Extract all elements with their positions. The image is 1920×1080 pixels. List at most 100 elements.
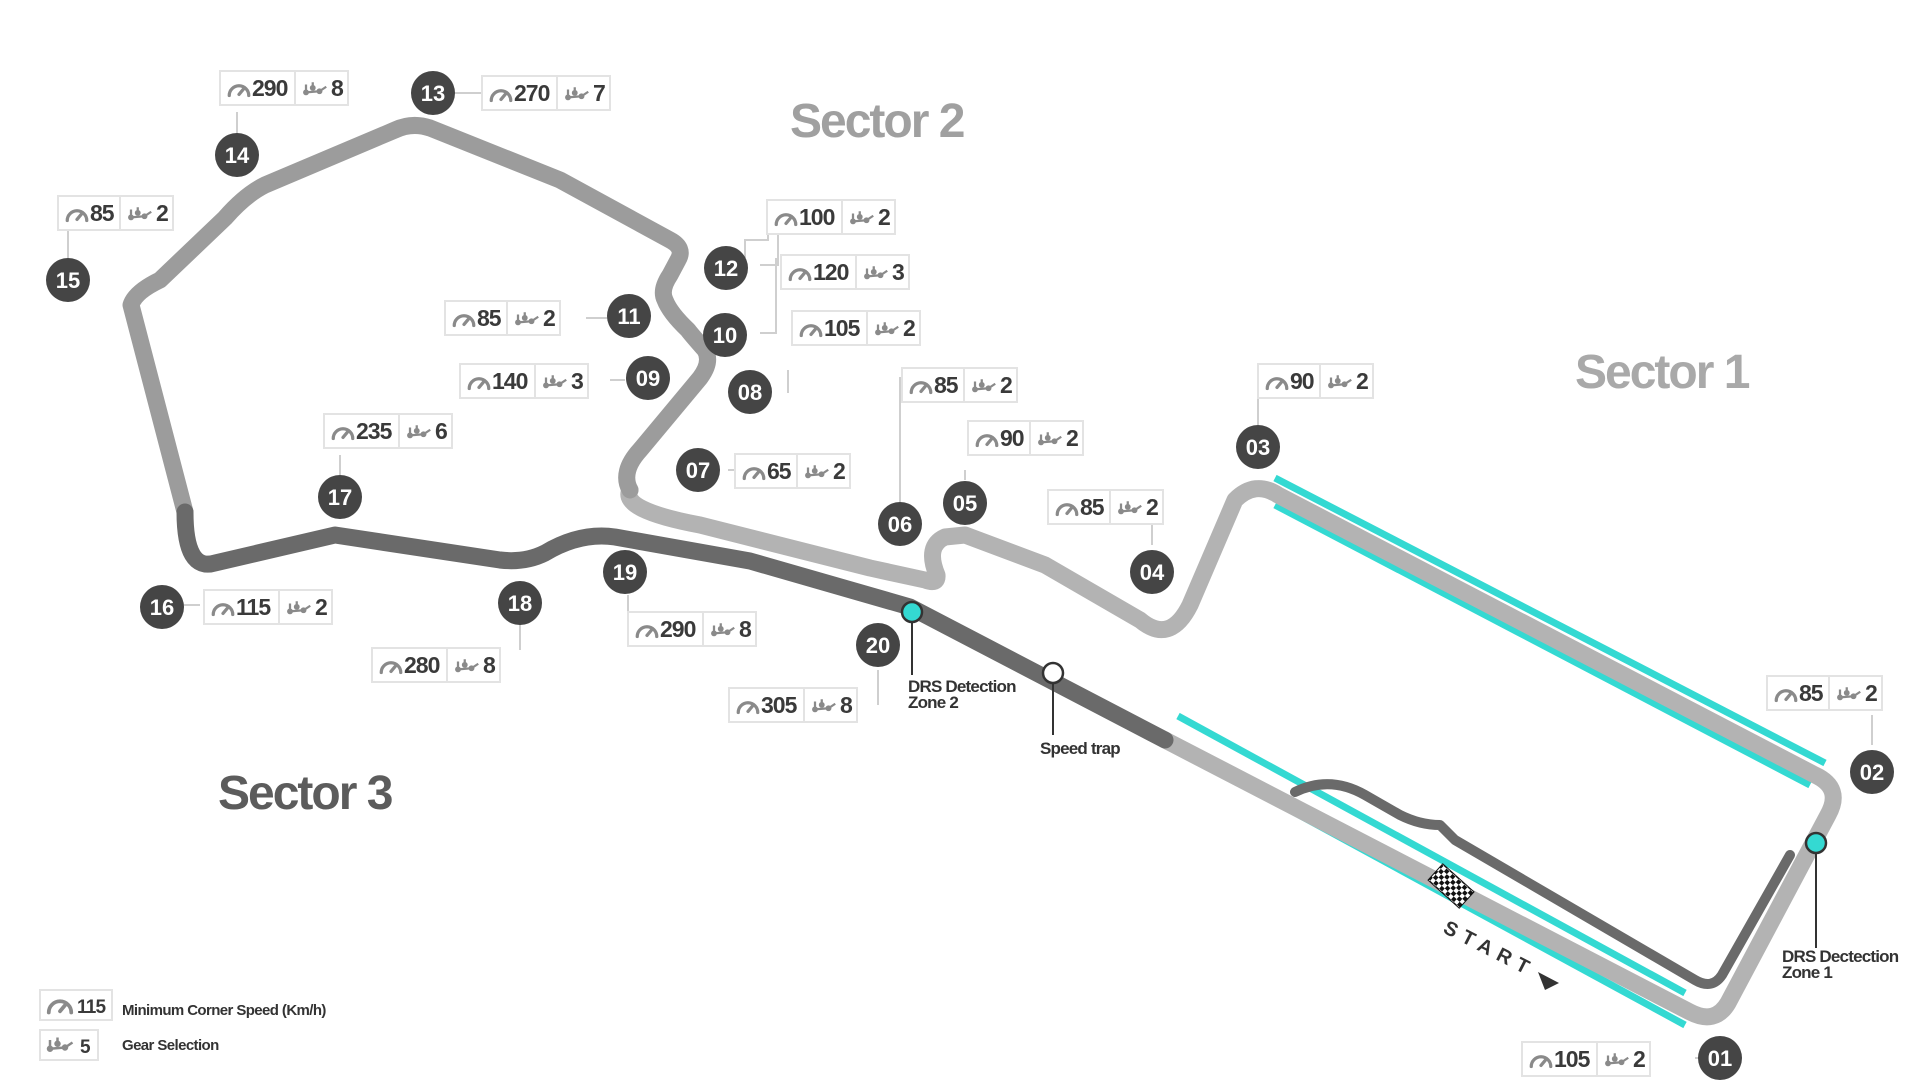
corner-number-marker xyxy=(318,475,362,519)
corner-number-marker xyxy=(704,246,748,290)
speed-box xyxy=(901,367,965,403)
speed-box xyxy=(57,195,121,231)
speed-box xyxy=(444,300,508,336)
drs-detection-zone-1: DRS Dectection Zone 1 xyxy=(1782,831,1900,982)
legend: 115 Minimum Corner Speed (Km/h) 5 Gear S… xyxy=(39,989,327,1061)
finish-line xyxy=(1427,863,1475,909)
corner-gear: 3 xyxy=(892,259,905,285)
gear-box xyxy=(294,70,349,106)
gear-box xyxy=(398,413,453,449)
corner-number: 16 xyxy=(150,595,174,620)
corner-speed: 85 xyxy=(1799,680,1824,706)
corner-gear: 2 xyxy=(1356,368,1369,394)
corner-number: 10 xyxy=(713,323,737,348)
corner-03: 90 2 03 xyxy=(1236,363,1374,469)
corner-number: 02 xyxy=(1860,760,1884,785)
corner-10: 120 3 10 xyxy=(703,254,910,357)
corner-number-marker xyxy=(215,133,259,177)
corner-gear: 2 xyxy=(543,305,556,331)
gear-box xyxy=(1596,1041,1651,1077)
corner-number-marker xyxy=(856,623,900,667)
sector-1-label: Sector 1 xyxy=(1575,346,1750,399)
corner-gear: 8 xyxy=(840,692,853,718)
corner-gear: 2 xyxy=(833,458,846,484)
gear-box xyxy=(534,363,589,399)
pit-lane xyxy=(1290,779,1795,989)
corner-number: 17 xyxy=(328,485,352,510)
speed-trap-label: Speed trap xyxy=(1040,739,1120,758)
corner-gear: 6 xyxy=(435,418,448,444)
corner-number-marker xyxy=(728,370,772,414)
speed-box xyxy=(967,420,1031,456)
gear-box xyxy=(855,254,910,290)
speed-box xyxy=(1047,489,1111,525)
corner-speed: 105 xyxy=(1554,1046,1591,1072)
corner-number-marker xyxy=(411,71,455,115)
speed-trap: Speed trap xyxy=(1040,661,1121,758)
corner-11: 85 2 11 xyxy=(444,294,651,338)
legend-speed-text: Minimum Corner Speed (Km/h) xyxy=(122,1002,326,1019)
drs-detection-zone-2: DRS Detection Zone 2 xyxy=(900,600,1017,712)
gear-box xyxy=(796,453,851,489)
corner-gear: 8 xyxy=(739,616,752,642)
corner-gear: 2 xyxy=(1633,1046,1646,1072)
checkered-flag-icon xyxy=(1427,863,1475,909)
corner-number: 20 xyxy=(866,633,890,658)
gear-box xyxy=(1029,420,1084,456)
gear-box xyxy=(1828,675,1883,711)
drs-detection-zone-1-label-line2: Zone 1 xyxy=(1782,963,1832,982)
gear-box xyxy=(556,75,611,111)
speed-box xyxy=(1766,675,1830,711)
sector-2-label: Sector 2 xyxy=(790,95,964,148)
corner-number-marker xyxy=(1236,425,1280,469)
corner-speed: 85 xyxy=(477,305,502,331)
leader-lines xyxy=(67,92,1873,1059)
drs-zone-2-edge-outer xyxy=(1176,712,1687,997)
corner-gear: 2 xyxy=(878,204,891,230)
corner-number-marker xyxy=(1850,750,1894,794)
corner-number: 19 xyxy=(613,560,637,585)
drs-detection-zone-2-label: DRS Detection xyxy=(908,677,1016,696)
legend-speed-example: 115 xyxy=(77,997,106,1018)
corner-number: 03 xyxy=(1246,435,1270,460)
corner-speed: 120 xyxy=(813,259,849,285)
corner-number-marker xyxy=(703,313,747,357)
track-sector-3 xyxy=(176,503,1174,749)
corner-number: 15 xyxy=(56,268,80,293)
corner-number: 09 xyxy=(636,366,660,391)
corner-number-marker xyxy=(603,550,647,594)
corner-number: 11 xyxy=(617,304,640,329)
corner-number-marker xyxy=(943,481,987,525)
drs-zone-1-edge-inner xyxy=(1273,501,1812,789)
gear-box xyxy=(446,647,501,683)
gear-box xyxy=(803,687,858,723)
corner-number: 06 xyxy=(888,512,912,537)
corner-gear: 2 xyxy=(315,594,328,620)
drs-detection-zone-2-label-line2: Zone 2 xyxy=(908,693,958,712)
drs-zone-1-edge-outer xyxy=(1273,474,1827,767)
corner-speed: 90 xyxy=(1290,368,1314,394)
legend-gear-text: Gear Selection xyxy=(122,1037,219,1054)
corner-speed: 290 xyxy=(660,616,696,642)
corner-number-marker xyxy=(676,448,720,492)
corner-number-marker xyxy=(607,294,651,338)
corner-speed: 85 xyxy=(934,372,959,398)
corner-speed: 85 xyxy=(1080,494,1105,520)
gear-box xyxy=(119,195,174,231)
drs-detection-zone-1-label: DRS Dectection xyxy=(1782,947,1899,966)
corner-gear: 2 xyxy=(1146,494,1159,520)
gear-box xyxy=(506,300,561,336)
gear-box xyxy=(963,367,1018,403)
